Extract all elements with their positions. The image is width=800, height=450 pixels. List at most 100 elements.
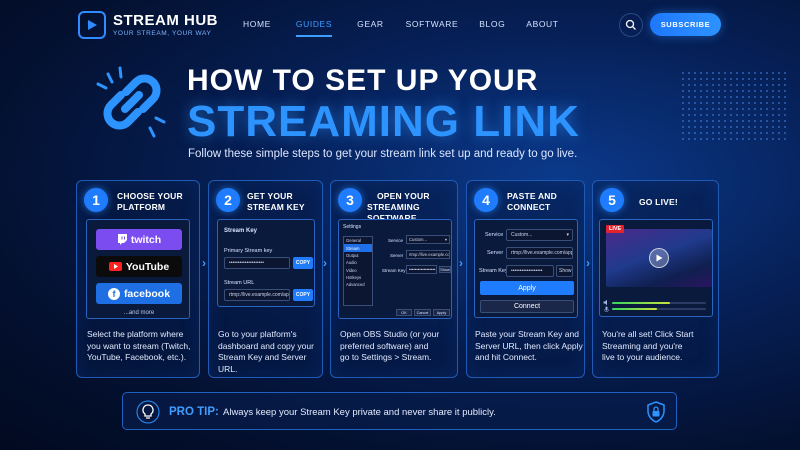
brand-tagline: YOUR STREAM, YOUR WAY xyxy=(113,29,212,37)
lightbulb-icon xyxy=(136,400,160,424)
chevron-down-icon: ▾ xyxy=(444,237,447,242)
chevron-down-icon: ▾ xyxy=(566,232,569,238)
connect-button[interactable]: Connect xyxy=(480,300,574,313)
server-field[interactable]: rtmp://live.example.com/app xyxy=(406,250,450,259)
settings-menu-item[interactable]: Advanced xyxy=(346,282,365,288)
settings-window: Settings General Stream Output Audio Vid… xyxy=(338,219,452,319)
page-title-line2: STREAMING LINK xyxy=(187,97,580,146)
nav-item-guides[interactable]: GUIDES xyxy=(295,19,333,37)
intro-text: Follow these simple steps to get your st… xyxy=(188,148,578,160)
decorative-dots xyxy=(680,70,790,140)
stream-key-panel: Stream Key Primary Stream key ••••••••••… xyxy=(217,219,315,307)
step-title: GO LIVE! xyxy=(639,197,678,207)
apply-button[interactable]: Apply xyxy=(480,281,574,295)
microphone-icon xyxy=(604,306,609,312)
video-preview[interactable] xyxy=(606,229,712,287)
brand-logo[interactable]: STREAM HUB YOUR STREAM, YOUR WAY xyxy=(78,11,218,39)
nav-item-about[interactable]: ABOUT xyxy=(526,19,559,29)
copy-key-button[interactable]: COPY xyxy=(293,257,313,269)
stream-key-field[interactable]: •••••••••••••••••• xyxy=(506,265,554,277)
pro-tip-text: Always keep your Stream Key private and … xyxy=(223,407,496,418)
twitch-icon xyxy=(117,234,127,245)
step-card-5: 5 GO LIVE! LIVE You're all set! Click St… xyxy=(592,180,719,378)
live-preview-panel: LIVE xyxy=(599,219,713,317)
play-button[interactable] xyxy=(649,248,669,268)
more-platforms-label: ...and more xyxy=(123,310,155,316)
settings-menu-item[interactable]: Video xyxy=(346,267,357,273)
chevron-right-icon: › xyxy=(459,256,463,270)
chevron-right-icon: › xyxy=(586,256,590,270)
settings-menu-item[interactable]: Audio xyxy=(346,260,357,266)
show-key-button[interactable]: Show xyxy=(439,266,451,273)
settings-sidebar: General Stream Output Audio Video Hotkey… xyxy=(343,236,373,306)
settings-menu-item-stream[interactable]: Stream xyxy=(344,244,372,252)
stream-key-field[interactable]: •••••••••••••••••• xyxy=(406,265,437,274)
settings-menu-item[interactable]: Output xyxy=(346,252,359,258)
step-number: 4 xyxy=(474,188,498,212)
step-number: 5 xyxy=(600,188,624,212)
primary-key-label: Primary Stream key xyxy=(224,248,273,254)
stream-key-label: Stream Key xyxy=(382,268,406,273)
facebook-button[interactable]: f facebook xyxy=(96,283,182,304)
cancel-button[interactable]: Cancel xyxy=(414,309,431,316)
twitch-button[interactable]: twitch xyxy=(96,229,182,250)
copy-url-button[interactable]: COPY xyxy=(293,289,313,301)
connect-panel: Service Custom...▾ Server rtmp://live.ex… xyxy=(474,219,578,318)
pro-tip-title: PRO TIP: xyxy=(169,406,219,418)
chevron-right-icon: › xyxy=(323,256,327,270)
stream-key-field[interactable]: •••••••••••••••••••• xyxy=(224,257,290,269)
youtube-button[interactable]: YouTube xyxy=(96,256,182,277)
step-number: 3 xyxy=(338,188,362,212)
server-label: Server xyxy=(390,253,404,258)
service-label: Service xyxy=(388,238,404,243)
show-key-button[interactable]: Show xyxy=(556,265,573,277)
search-button[interactable] xyxy=(619,13,643,37)
settings-heading: Settings xyxy=(343,224,362,230)
settings-menu-item[interactable]: General xyxy=(346,238,361,244)
speaker-icon xyxy=(603,299,607,306)
subscribe-button[interactable]: SUBSCRIBE xyxy=(650,13,721,36)
stream-url-label: Stream URL xyxy=(224,280,255,286)
service-select[interactable]: Custom...▾ xyxy=(406,235,450,244)
page-title-line1: HOW TO SET UP YOUR xyxy=(187,64,539,97)
audio-meter xyxy=(612,302,706,304)
apply-button[interactable]: Apply xyxy=(433,309,450,316)
stream-url-field[interactable]: rtmp://live.example.com/app xyxy=(224,289,290,301)
service-label: Service xyxy=(485,232,504,238)
chain-link-icon xyxy=(96,66,166,138)
nav-item-blog[interactable]: BLOG xyxy=(479,19,506,29)
nav-item-gear[interactable]: GEAR xyxy=(357,19,384,29)
play-icon xyxy=(656,254,663,262)
main-menu: HOME GUIDES GEAR SOFTWARE BLOG ABOUT xyxy=(243,19,559,37)
top-navigation: STREAM HUB YOUR STREAM, YOUR WAY HOME GU… xyxy=(0,0,800,50)
brand-name: STREAM HUB xyxy=(113,11,218,29)
facebook-icon: f xyxy=(107,287,120,300)
step-number: 2 xyxy=(216,188,240,212)
platform-panel: twitch YouTube f facebook ...and more xyxy=(86,219,190,319)
shield-lock-icon xyxy=(647,401,665,423)
stream-key-label: Stream Key xyxy=(479,268,508,274)
audio-meter xyxy=(612,308,706,310)
nav-item-software[interactable]: SOFTWARE xyxy=(405,19,459,29)
ok-button[interactable]: OK xyxy=(396,309,412,316)
step-number: 1 xyxy=(84,188,108,212)
server-field[interactable]: rtmp://live.example.com/app xyxy=(506,247,573,259)
pro-tip-banner: PRO TIP: Always keep your Stream Key pri… xyxy=(122,392,677,430)
nav-item-home[interactable]: HOME xyxy=(243,19,271,29)
youtube-icon xyxy=(108,262,122,271)
play-icon xyxy=(78,11,106,39)
settings-menu-item[interactable]: Hotkeys xyxy=(346,275,362,281)
service-select[interactable]: Custom...▾ xyxy=(506,229,573,241)
